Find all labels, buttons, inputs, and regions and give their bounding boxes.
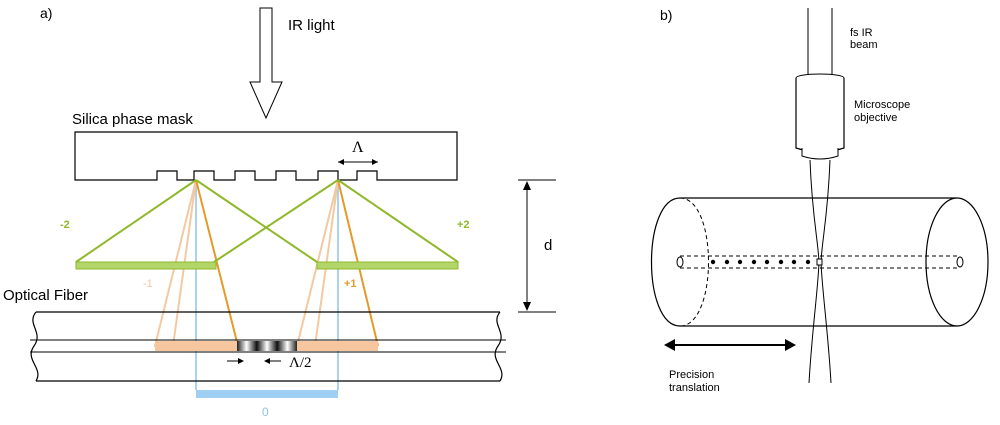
- inscribed-point: [724, 259, 730, 265]
- period-label: Λ: [352, 139, 364, 156]
- core-right-end: [956, 256, 964, 268]
- second-order-beams: [75, 179, 459, 270]
- inscribed-point: [791, 259, 797, 265]
- inscribed-point: [805, 259, 811, 265]
- half-period-arrows: [227, 358, 281, 364]
- interference-fringes: [237, 341, 297, 351]
- half-period-label: Λ/2: [289, 355, 312, 371]
- distance-label: d: [544, 237, 552, 254]
- translation-label-line1: Precision: [669, 369, 714, 381]
- translation-label-line2: translation: [669, 382, 720, 394]
- panel-a-label: a): [40, 5, 52, 21]
- plus-two-order-bar: [316, 261, 459, 270]
- ir-light-label: IR light: [288, 17, 336, 34]
- right-overlap-region: [297, 341, 378, 351]
- objective-label-line1: Microscope: [854, 99, 910, 111]
- panel-a: a) IR light Silica phase mask Λ 0: [3, 5, 556, 419]
- focused-beam-right: [820, 159, 832, 384]
- inscribed-point: [751, 259, 757, 265]
- inscribed-point: [778, 259, 784, 265]
- inscribed-points: [710, 258, 823, 266]
- optical-fiber-label: Optical Fiber: [3, 287, 88, 304]
- zero-order-bar: [196, 390, 338, 398]
- microscope-objective: [795, 73, 845, 160]
- panel-b: b) fs IR beam Microscope objective: [651, 7, 989, 394]
- beam-label-line2: beam: [850, 39, 878, 51]
- translation-arrow: [664, 339, 796, 351]
- order-plus2-label: +2: [457, 219, 470, 231]
- optical-fiber: [30, 311, 506, 382]
- inscribed-point: [737, 259, 743, 265]
- cylinder-left-back: [679, 197, 709, 327]
- left-overlap-region: [155, 341, 237, 351]
- objective-label-line2: objective: [854, 112, 897, 124]
- order-minus2-label: -2: [60, 219, 70, 231]
- inscribed-point: [710, 259, 716, 265]
- core-left-end: [676, 256, 684, 268]
- fiber-left-end: [30, 311, 39, 382]
- order-plus1-label: +1: [344, 278, 357, 290]
- panel-b-label: b): [660, 7, 672, 23]
- fiber-right-end: [494, 311, 503, 382]
- focused-beam-left: [808, 159, 820, 384]
- beam-label-line1: fs IR: [850, 27, 873, 39]
- fiber-core: [676, 255, 964, 269]
- cylinder-left-front: [651, 197, 681, 327]
- phase-mask-label: Silica phase mask: [72, 111, 193, 128]
- distance-indicator: [518, 179, 556, 313]
- phase-mask: [74, 131, 458, 181]
- ir-light-arrow: [249, 7, 283, 120]
- zero-order-beam: [195, 180, 339, 398]
- inscribed-point: [764, 259, 770, 265]
- current-focal-point: [816, 258, 823, 266]
- order-zero-label: 0: [262, 405, 269, 419]
- minus-two-order-bar: [75, 261, 217, 270]
- order-minus1-label: -1: [143, 278, 153, 290]
